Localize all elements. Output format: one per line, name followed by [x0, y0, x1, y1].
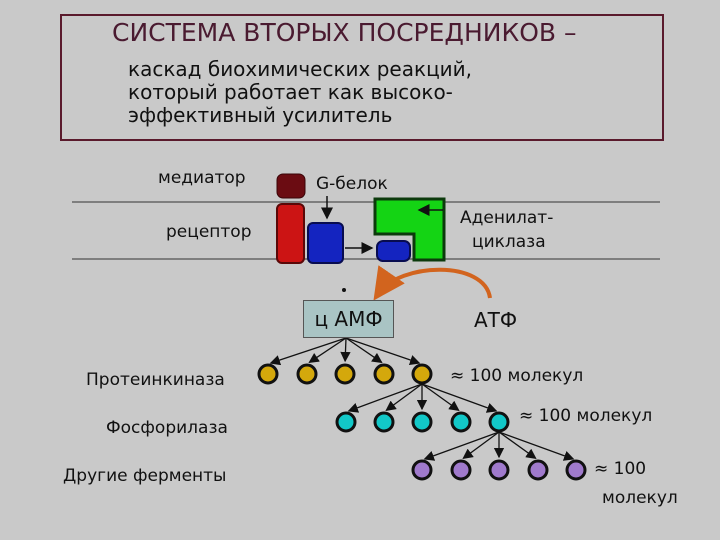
- amplification-row3-unit: молекул: [602, 488, 678, 508]
- slide-title: СИСТЕМА ВТОРЫХ ПОСРЕДНИКОВ –: [112, 18, 577, 47]
- cyclase-label: циклаза: [472, 232, 546, 252]
- mediator-shape: [276, 173, 306, 199]
- enzyme-circles: [257, 363, 587, 481]
- camp-box: ц АМФ: [303, 300, 394, 338]
- phosphorylase-label: Фосфорилаза: [106, 418, 228, 438]
- protein-kinase-label: Протеинкиназа: [86, 370, 225, 390]
- other-enzyme-molecule: [411, 459, 433, 481]
- title-box: [60, 14, 664, 141]
- cascade-arrow: [269, 337, 347, 366]
- kinase-molecule: [334, 363, 356, 385]
- phosphorylase-molecule: [488, 411, 510, 433]
- mediator-label: медиатор: [158, 168, 246, 188]
- phosphorylase-molecule: [450, 411, 472, 433]
- phosphorylase-molecule: [373, 411, 395, 433]
- kinase-molecule: [296, 363, 318, 385]
- cascade-arrow: [308, 337, 347, 364]
- subtitle-line: эффективный усилитель: [128, 103, 393, 127]
- phosphorylase-molecule: [335, 411, 357, 433]
- amplification-row1: ≈ 100 молекул: [450, 366, 584, 386]
- cascade-arrow: [385, 383, 423, 411]
- kinase-molecule: [411, 363, 433, 385]
- cascade-arrow: [462, 431, 500, 459]
- subtitle-line: который работает как высоко-: [128, 80, 453, 104]
- cascade-arrow: [423, 431, 500, 461]
- atp-label: АТФ: [474, 308, 518, 332]
- cascade-arrow: [498, 431, 537, 460]
- other-enzyme-molecule: [450, 459, 472, 481]
- g-protein-label: G-белок: [316, 174, 388, 194]
- receptor-label: рецептор: [166, 222, 252, 242]
- dot: [342, 288, 346, 292]
- phosphorylase-molecule: [411, 411, 433, 433]
- receptor-shape: [276, 203, 305, 264]
- other-enzyme-molecule: [527, 459, 549, 481]
- cascade-arrows: [269, 337, 575, 461]
- kinase-molecule: [257, 363, 279, 385]
- other-enzymes-label: Другие ферменты: [63, 466, 227, 486]
- cascade-arrow: [421, 383, 460, 412]
- cascade-arrow: [345, 337, 383, 364]
- kinase-molecule: [373, 363, 395, 385]
- amplification-row3: ≈ 100: [594, 459, 647, 479]
- g-protein-subunit-shape: [376, 240, 411, 262]
- cascade-arrow: [498, 431, 575, 461]
- adenylate-label: Аденилат-: [460, 208, 554, 228]
- subtitle-line: каскад биохимических реакций,: [128, 57, 473, 81]
- cascade-arrow: [347, 383, 423, 413]
- cascade-arrow: [345, 337, 421, 366]
- amplification-row2: ≈ 100 молекул: [519, 406, 653, 426]
- atp-to-camp-arrow: [373, 265, 492, 301]
- cascade-arrow: [340, 337, 351, 363]
- g-protein-shape: [307, 222, 344, 264]
- other-enzyme-molecule: [565, 459, 587, 481]
- other-enzyme-molecule: [488, 459, 510, 481]
- cascade-arrow: [421, 383, 498, 413]
